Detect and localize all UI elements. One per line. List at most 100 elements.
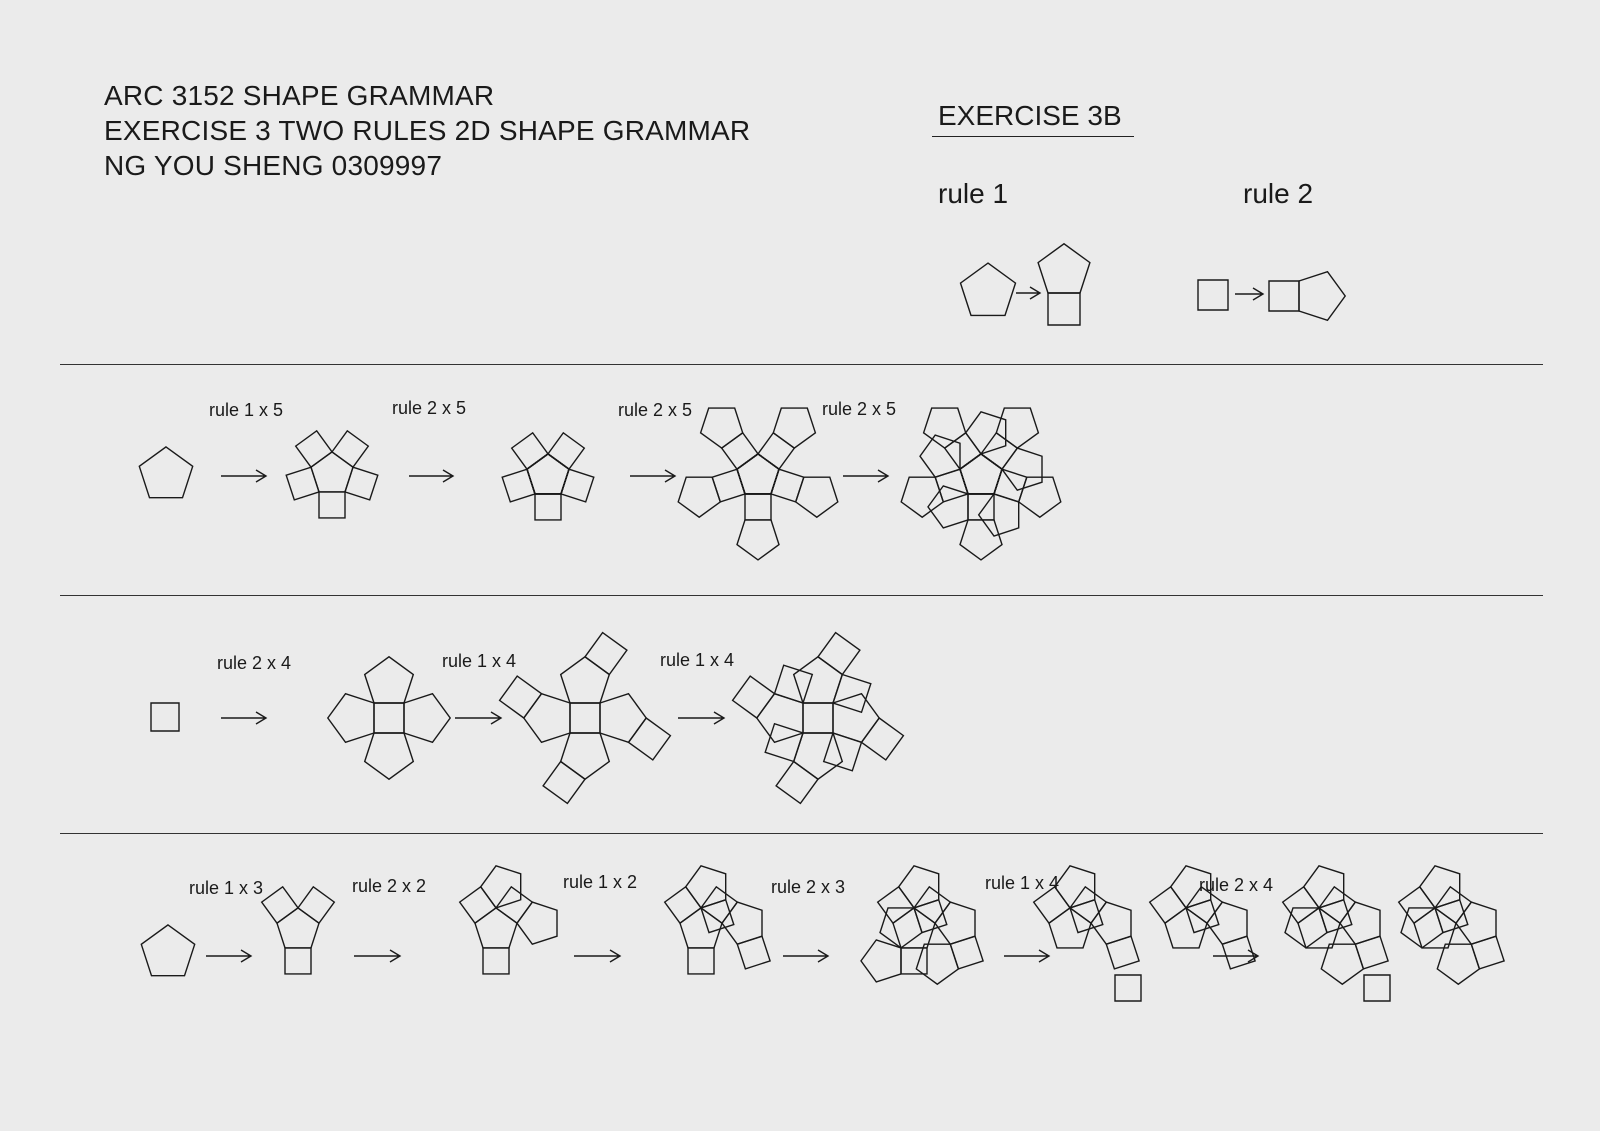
row1-stage1-square <box>344 466 379 501</box>
row3-stage5-square <box>1148 885 1187 925</box>
row1-stage3-pentagon <box>736 519 780 561</box>
row1-arrow-3 <box>630 469 677 483</box>
row3-arrow-5 <box>1004 949 1051 963</box>
row2-stage2-pentagon <box>599 692 648 744</box>
row2-stage3-outer-square <box>822 732 863 772</box>
row3-stage6-pentagon <box>1436 943 1481 986</box>
row2-stage1-pentagon <box>403 692 452 744</box>
row2-stage1-pentagon <box>363 732 415 781</box>
row1-stage4-pentagon <box>1017 476 1062 519</box>
row2-step2-label: rule 1 x 4 <box>442 651 517 671</box>
row3-step5-label: rule 1 x 4 <box>985 873 1060 893</box>
row3-stage6-pentagon <box>1302 864 1345 909</box>
row1-stage2-pentagon <box>526 453 570 495</box>
row3-stage4-pentagon <box>860 939 902 983</box>
row1-arrow-4 <box>843 469 890 483</box>
row3-stage2-core <box>474 907 518 949</box>
row2-stage2-outer-square <box>542 760 586 805</box>
row1-stage4-outer-pentagon <box>964 410 1007 455</box>
row1-stage3-pentagon <box>677 476 722 519</box>
rule2-input-square <box>1197 279 1229 311</box>
row3-arrow-6 <box>1213 949 1260 963</box>
row3-stage3-square <box>736 935 771 970</box>
row2-stage3-outer-square <box>731 675 776 719</box>
row3-stage1-core <box>276 907 320 949</box>
divider-1 <box>60 364 1543 365</box>
row1-stage1-square <box>294 429 333 469</box>
row3-stage6-square <box>1281 885 1320 925</box>
rule2-arrow <box>1235 287 1265 301</box>
row3-stage3-pentagon <box>684 864 727 909</box>
row3-stage5-square <box>1221 935 1256 970</box>
row3-stage6-square <box>1397 885 1436 925</box>
row3-stage5-center-square <box>1114 974 1142 1002</box>
row3-arrow-2 <box>354 949 402 963</box>
row3-stage5-pentagon <box>1169 864 1212 909</box>
header-block: ARC 3152 SHAPE GRAMMAR EXERCISE 3 TWO RU… <box>104 78 750 183</box>
course-title: ARC 3152 SHAPE GRAMMAR <box>104 80 495 111</box>
row3-step6-label: rule 2 x 4 <box>1199 875 1274 895</box>
row2-stage3-outer-square <box>764 722 804 763</box>
row3-stage1-square <box>260 885 299 925</box>
row2-shapes <box>150 631 905 805</box>
row2-stage1-pentagon <box>363 655 415 704</box>
row2-start-square <box>150 702 180 732</box>
row1-stage4-square <box>993 468 1028 503</box>
row2-stage3-outer-square <box>817 631 861 676</box>
row3-stage4-square <box>913 898 948 934</box>
row1-stage3-pentagon <box>736 453 780 495</box>
row3-stage6-pentagon <box>1320 943 1365 986</box>
row1-stage4-pentagon <box>959 519 1003 561</box>
rule1-output-square <box>1047 292 1081 326</box>
row3-arrow-1 <box>206 949 253 963</box>
row3-step3-label: rule 1 x 2 <box>563 872 638 892</box>
row3-stage4-pentagon <box>897 864 940 909</box>
row1-stage1-square <box>285 466 320 501</box>
row3-stage6-square <box>1434 898 1469 934</box>
row1-stage4-outer-pentagon <box>1001 447 1043 492</box>
row3-stage6-core <box>1413 907 1457 949</box>
row2-stage3-outer-square <box>773 664 814 704</box>
row2-stage1-pentagon <box>326 692 375 744</box>
row3-stage2-square <box>495 885 534 925</box>
row3-stage4-square <box>876 885 915 925</box>
row3-stage3-square <box>700 898 735 934</box>
rule-1-title: rule 1 <box>938 178 1009 209</box>
row2-stage2-outer-square <box>584 631 628 676</box>
row1-stage4-outer-pentagon <box>927 485 969 529</box>
row1-stage4-pentagon <box>995 407 1040 449</box>
row3-stage2-square <box>482 947 510 975</box>
row3-step2-label: rule 2 x 2 <box>352 876 427 896</box>
row3-step4-label: rule 2 x 3 <box>771 877 846 897</box>
row3-stage6-pentagon <box>1418 864 1461 909</box>
row3-stage4-pentagon <box>879 907 923 949</box>
rule1-output-pentagon <box>1037 242 1091 294</box>
row2-stage2-outer-square <box>498 675 543 719</box>
row3-stage5-square <box>1032 885 1071 925</box>
row1-stage4-square <box>980 431 1019 471</box>
row1-stage3-square <box>711 468 746 503</box>
row1-stage3-pentagon <box>794 476 839 519</box>
row1-stage4-pentagon <box>922 407 967 449</box>
row2-step1-label: rule 2 x 4 <box>217 653 292 673</box>
row1-stage4-pentagon <box>959 453 1003 495</box>
row1-stage4-pentagon <box>900 476 945 519</box>
row3-arrow-4 <box>783 949 830 963</box>
row3-stage5-square <box>1069 898 1104 934</box>
rule2-output-pentagon <box>1298 270 1347 322</box>
row3-start-pentagon <box>140 924 196 977</box>
row1-stage3-pentagon <box>699 407 744 449</box>
row3-stage6-center-square <box>1363 974 1391 1002</box>
row3-stage3-square <box>687 947 715 975</box>
row3-stage6-square <box>1470 935 1505 970</box>
row1-stage1-square <box>318 491 346 519</box>
row1-stage2-square <box>534 493 562 521</box>
row3-stage3-square <box>663 885 702 925</box>
row1-stage3-square <box>720 431 759 471</box>
row3-stage4-square <box>900 947 928 975</box>
row3-stage5-pentagon <box>1053 864 1096 909</box>
row3-stage6-square <box>1318 898 1353 934</box>
row2-stage3-outer-square <box>832 673 872 714</box>
row3-stage2-pentagon <box>479 864 522 909</box>
row2-stage2-pentagon <box>559 655 611 704</box>
